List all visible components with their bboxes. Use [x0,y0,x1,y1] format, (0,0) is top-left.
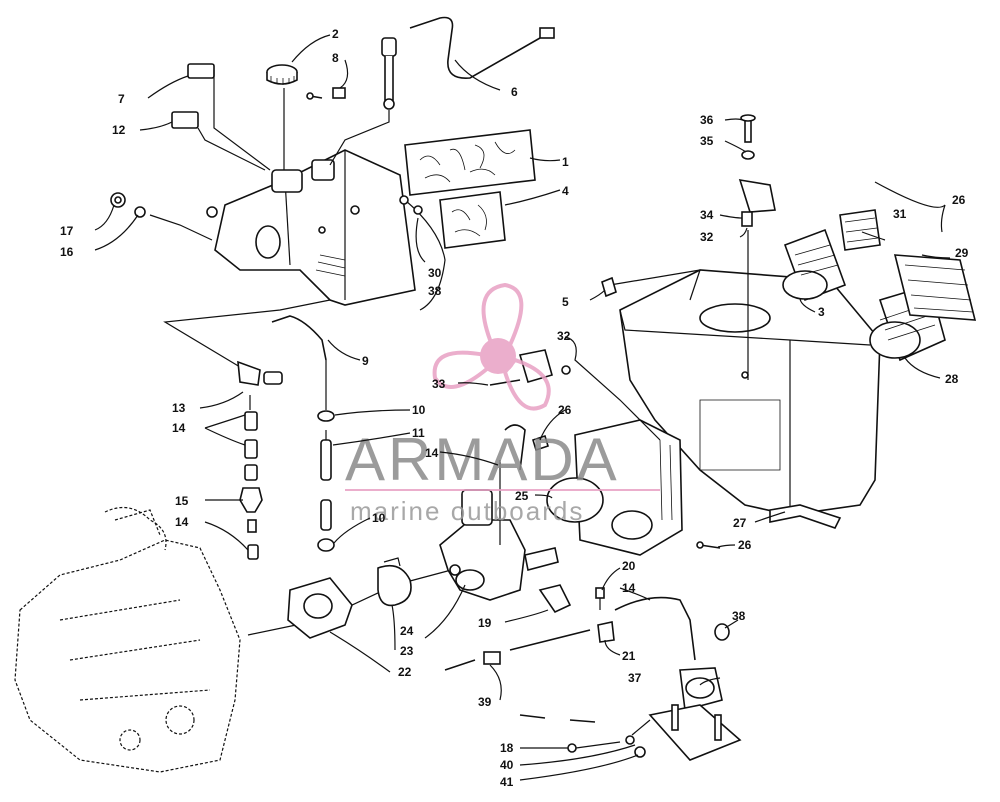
callout-8: 8 [332,51,339,65]
silencer-adapter [546,419,683,556]
callout-5: 5 [562,295,569,309]
callout-numbers: 2 8 6 7 12 1 4 17 16 30 38 9 10 11 13 14… [60,27,969,789]
decal-1 [404,129,536,196]
hose-26-center [504,424,549,471]
watermark-tagline: marine outboards [350,496,584,526]
callout-32: 32 [557,329,571,343]
callout-6: 6 [511,85,518,99]
callout-41: 41 [500,775,514,789]
callout-23: 23 [400,644,414,658]
callout-34: 34 [700,208,714,222]
fasteners-18-40-41 [567,735,646,758]
callout-25: 25 [515,489,529,503]
callout-38: 38 [732,609,746,623]
fuel-cap [266,64,298,170]
intake-boot-3 [782,228,847,302]
hoses-lower [519,714,596,723]
pulse-hose [444,587,615,671]
watermark: ARMADA marine outboards [345,282,660,526]
callout-22: 22 [398,665,412,679]
callout-10: 10 [372,511,386,525]
callout-16: 16 [60,245,74,259]
callout-24: 24 [400,624,414,638]
screen-31 [839,209,881,251]
callout-39: 39 [478,695,492,709]
decal-small [171,63,271,171]
callout-36: 36 [700,113,714,127]
callout-17: 17 [60,224,74,238]
fuel-gauge-sender [329,37,397,166]
decal-4 [439,191,506,249]
callout-40: 40 [500,758,514,772]
grommet-17-16 [110,192,213,241]
screw-8 [306,87,346,100]
callout-2: 2 [332,27,339,41]
callout-14: 14 [172,421,186,435]
callout-26: 26 [558,403,572,417]
callout-26: 26 [738,538,752,552]
callout-26: 26 [952,193,966,207]
callout-28: 28 [945,372,959,386]
intake-flange [247,564,471,639]
callout-7: 7 [118,92,125,106]
callout-13: 13 [172,401,186,415]
leader-lines [94,34,951,781]
callout-9: 9 [362,354,369,368]
engine-block [14,506,241,773]
screw-26-lower [696,541,721,549]
callout-32: 32 [700,230,714,244]
callout-29: 29 [955,246,969,260]
callout-12: 12 [112,123,126,137]
callout-10: 10 [412,403,426,417]
callout-31: 31 [893,207,907,221]
callout-33: 33 [432,377,446,391]
fuel-line-left [163,299,331,560]
callout-15: 15 [175,494,189,508]
clip-5 [601,276,617,298]
tank-strap-hose [399,195,446,311]
callout-37: 37 [628,671,642,685]
propeller-logo-icon [432,282,551,411]
callout-38: 38 [428,284,442,298]
callout-11: 11 [412,426,425,440]
callout-21: 21 [622,649,636,663]
fuel-line-hose [409,16,555,79]
callout-14: 14 [622,581,636,595]
callout-27: 27 [733,516,747,530]
callout-3: 3 [818,305,825,319]
screen-29 [893,254,977,321]
callout-18: 18 [500,741,514,755]
callout-30: 30 [428,266,442,280]
callout-14: 14 [175,515,189,529]
mount-34-35-36 [609,114,776,380]
intake-clamp [377,557,412,607]
hose-14-right [614,596,696,661]
callout-14: 14 [425,446,439,460]
callout-20: 20 [622,559,636,573]
callout-1: 1 [562,155,569,169]
silencer-hose-27 [769,504,842,529]
callout-35: 35 [700,134,714,148]
screw-33 [489,349,571,386]
callout-19: 19 [478,616,492,630]
fuel-tank [206,149,416,306]
bracket-19 [538,584,572,614]
callout-4: 4 [562,184,569,198]
fuel-hose-center [271,315,335,552]
